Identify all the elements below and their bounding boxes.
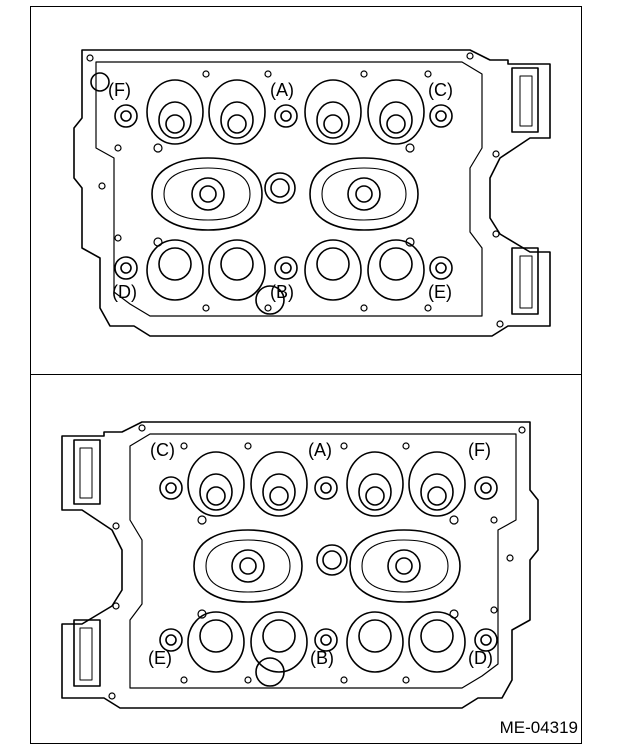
right-rail-lower [511, 247, 539, 315]
top-view-labels: (F) (A) (C) (D) (B) (E) [108, 80, 453, 302]
cylinder-head-top-view [73, 49, 551, 337]
label-E-top: (E) [428, 282, 452, 302]
right-rail-upper [511, 67, 539, 133]
dowel-ring [90, 72, 110, 92]
label-B-bottom: (B) [310, 648, 334, 668]
head-bolts [114, 104, 453, 280]
camshaft-journal-bosses [151, 157, 419, 231]
small-holes [108, 424, 526, 700]
label-D-top: (D) [112, 282, 137, 302]
cylinder-head-bottom-view [61, 421, 539, 709]
side-rail-lower [73, 619, 101, 687]
camshaft-journal-bosses [193, 529, 461, 603]
label-E-bottom: (E) [148, 648, 172, 668]
label-C-bottom: (C) [150, 440, 175, 460]
head-outline [61, 421, 539, 709]
label-F-bottom: (F) [468, 440, 491, 460]
side-rail-lower-inner [79, 627, 93, 681]
upper-valve-pockets [146, 79, 425, 145]
head-outline [73, 49, 551, 337]
upper-valve-pockets [187, 451, 466, 517]
right-rail-upper-inner [519, 75, 533, 127]
bottom-view-labels: (C) (A) (F) (E) (B) (D) [148, 440, 493, 668]
label-A-top: (A) [270, 80, 294, 100]
label-A-bottom: (A) [308, 440, 332, 460]
panel-divider [30, 374, 582, 375]
small-holes [86, 52, 504, 328]
oil-passage-ring [255, 285, 285, 315]
figure-frame [30, 6, 582, 744]
head-inner-rim [95, 61, 483, 317]
label-B-top: (B) [270, 282, 294, 302]
side-rail-upper-inner [79, 447, 93, 499]
side-rail-upper [73, 439, 101, 505]
right-rail-lower-inner [519, 255, 533, 309]
oil-passage-ring [255, 657, 285, 687]
label-F-top: (F) [108, 80, 131, 100]
label-D-bottom: (D) [468, 648, 493, 668]
figure-code: ME-04319 [499, 718, 578, 737]
head-bolts [159, 476, 498, 652]
label-C-top: (C) [428, 80, 453, 100]
lower-valve-pockets [187, 611, 466, 673]
lower-valve-pockets [146, 239, 425, 301]
head-inner-rim [129, 433, 517, 689]
